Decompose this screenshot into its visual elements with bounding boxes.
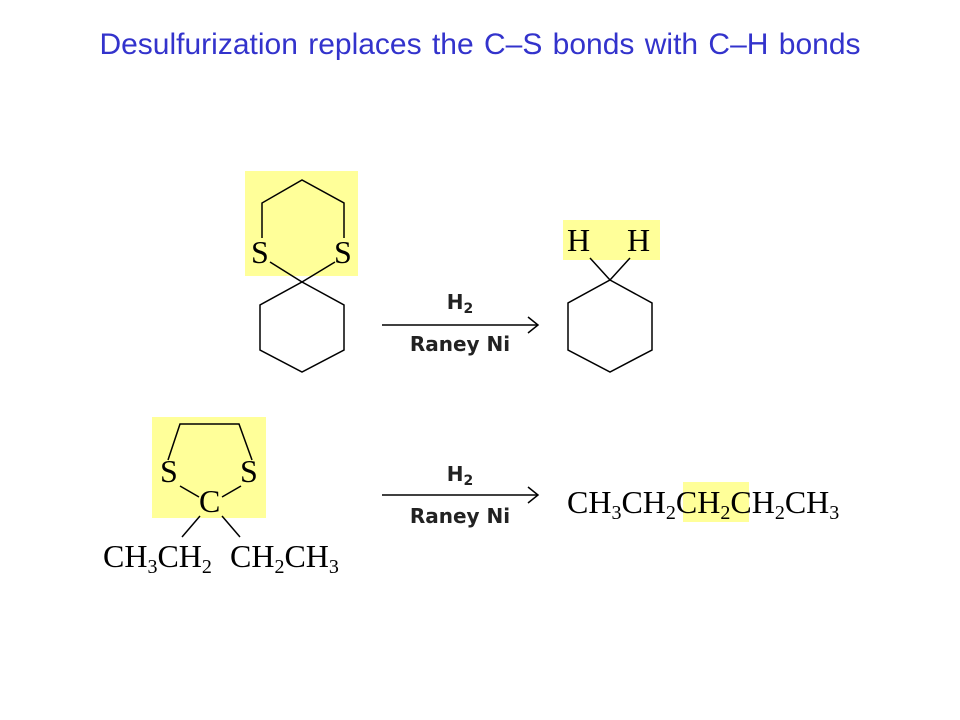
bond-c-ethyl-left bbox=[181, 515, 201, 538]
ethyl-group-left: CH3CH2 bbox=[103, 538, 212, 578]
cyclohexane-ring-product bbox=[567, 279, 653, 373]
bond-c-ethyl-right bbox=[221, 515, 241, 538]
bond-s-c-left bbox=[179, 485, 200, 498]
product-h-highlight bbox=[563, 220, 660, 260]
sulfur-atom-right: S bbox=[334, 234, 352, 270]
bond-s-spiro-left bbox=[269, 261, 303, 283]
dithiolane-ring-bonds bbox=[167, 423, 253, 461]
page-title: Desulfurization replaces the C–S bonds w… bbox=[99, 28, 861, 61]
reaction-arrow-1-head bbox=[527, 316, 540, 334]
bond-s-c-right bbox=[221, 485, 242, 498]
pentane-product: CH3CH2CH2CH2CH3 bbox=[567, 484, 840, 524]
sulfur-atom-left-2: S bbox=[160, 453, 178, 489]
hydrogen-atom-right: H bbox=[627, 222, 651, 258]
reagent-h2-2: H2 bbox=[446, 462, 474, 489]
reagent-catalyst-1: Raney Ni bbox=[409, 332, 511, 356]
reaction-arrow-2-head bbox=[527, 486, 540, 504]
dithiolane-highlight bbox=[152, 417, 266, 518]
sulfur-atom-right-2: S bbox=[240, 453, 258, 489]
reagent-catalyst-2: Raney Ni bbox=[409, 504, 511, 528]
hydrogen-atom-left: H bbox=[567, 222, 591, 258]
sulfur-atom-left: S bbox=[251, 234, 269, 270]
bond-c-h-right bbox=[609, 257, 631, 281]
bond-s-spiro-right bbox=[301, 261, 336, 283]
central-ch2-highlight bbox=[683, 482, 749, 522]
reagent-h2-1: H2 bbox=[446, 290, 474, 317]
carbon-atom-center: C bbox=[199, 483, 221, 519]
cyclohexane-ring-left bbox=[259, 281, 345, 373]
dithiane-ring-bonds bbox=[261, 179, 345, 238]
ethyl-group-right: CH2CH3 bbox=[230, 538, 339, 578]
bond-c-h-left bbox=[589, 257, 611, 281]
dithiane-highlight bbox=[245, 171, 358, 276]
